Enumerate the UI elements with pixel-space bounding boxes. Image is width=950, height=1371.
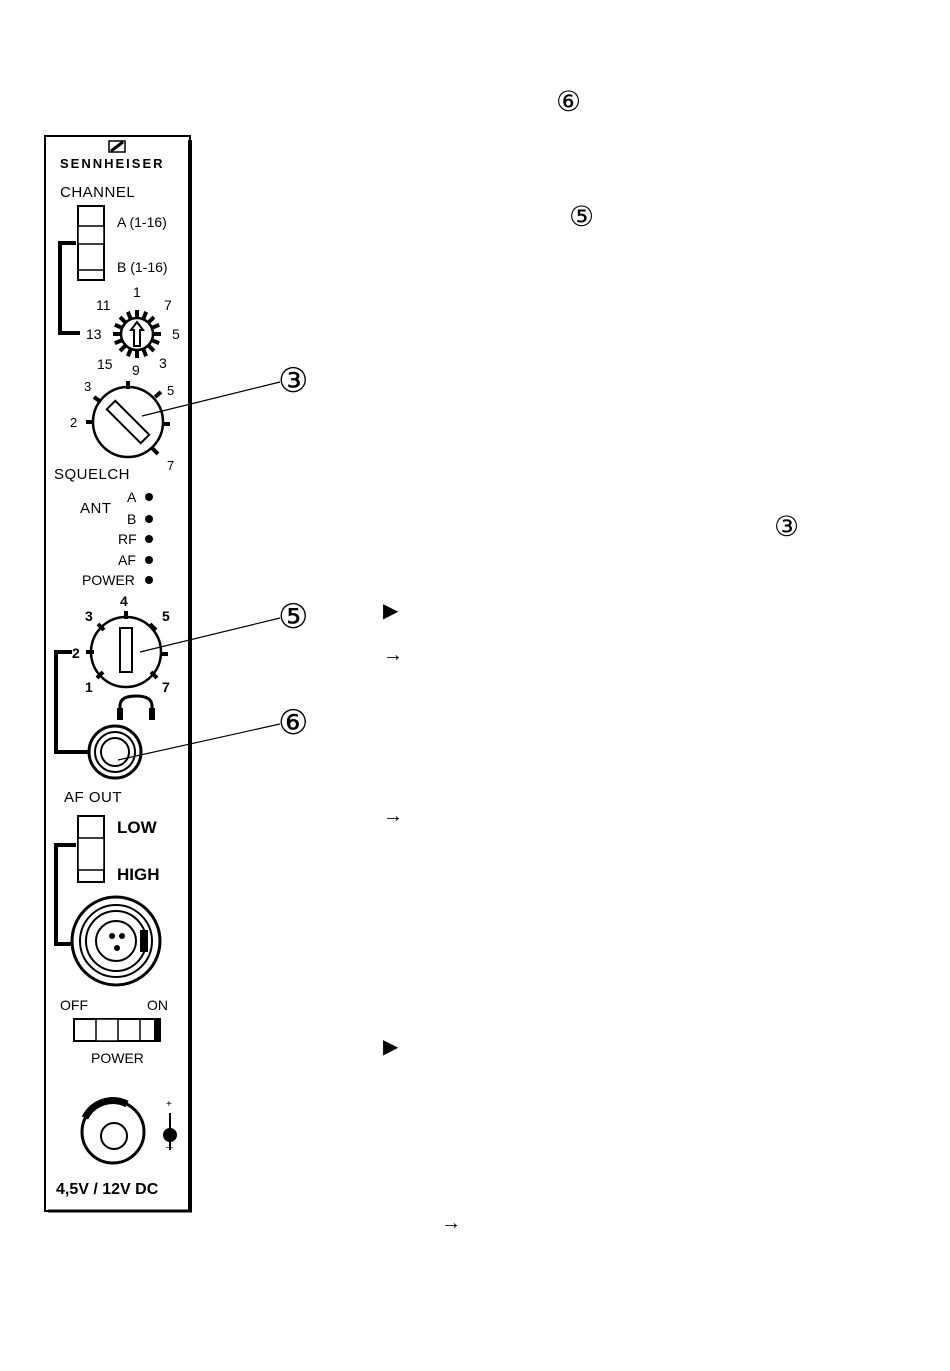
headphone-jack — [89, 726, 141, 778]
volume-mark: 4 — [120, 594, 128, 608]
sennheiser-logo-mark — [109, 141, 125, 152]
indicator-label-af: AF — [118, 553, 136, 567]
text-ref-5: ⑤ — [569, 203, 594, 231]
volume-bracket — [56, 652, 90, 752]
volume-mark: 5 — [162, 609, 170, 623]
squelch-label: SQUELCH — [54, 467, 130, 482]
text-ref-6: ⑥ — [556, 88, 581, 116]
indicator-label-b: B — [127, 512, 136, 526]
power-off-label: OFF — [60, 998, 88, 1012]
squelch-mark: 2 — [70, 416, 77, 429]
bullet-triangle-icon: ▶ — [383, 1037, 398, 1057]
indicator-label-rf: RF — [118, 532, 137, 546]
arrow-right-icon: → — [383, 645, 403, 665]
channel-dial-number: 7 — [164, 298, 172, 312]
power-on-label: ON — [147, 998, 168, 1012]
brand-logo-text: SENNHEISER — [60, 157, 165, 170]
dc-input-label: 4,5V / 12V DC — [56, 1182, 158, 1198]
af-out-low-label: LOW — [117, 819, 157, 836]
callout-6: ⑥ — [278, 706, 308, 740]
channel-dial-number: 11 — [96, 298, 111, 312]
channel-dial-number: 3 — [159, 356, 167, 370]
af-out-slide-switch — [78, 816, 104, 882]
ant-label: ANT — [80, 501, 112, 516]
af-out-high-label: HIGH — [117, 866, 160, 883]
channel-rotary-dial — [113, 310, 161, 358]
bullet-triangle-icon: ▶ — [383, 601, 398, 621]
polarity-plus: + — [166, 1100, 172, 1110]
channel-dial-number: 1 — [133, 285, 141, 299]
leader-line-3 — [142, 382, 280, 416]
arrow-right-icon: → — [383, 806, 403, 826]
volume-mark: 2 — [72, 646, 80, 660]
channel-slide-switch — [78, 206, 104, 280]
volume-mark: 3 — [85, 609, 93, 623]
indicator-label-power: POWER — [82, 573, 135, 587]
channel-dial-number: 9 — [132, 363, 140, 377]
squelch-knob — [86, 381, 170, 457]
polarity-minus: ⊥ — [165, 1141, 174, 1151]
text-ref-3: ③ — [774, 513, 799, 541]
volume-knob — [86, 611, 168, 687]
channel-switch-b-label: B (1-16) — [117, 260, 168, 274]
volume-mark: 7 — [162, 680, 170, 694]
power-label: POWER — [91, 1051, 144, 1065]
squelch-mark: 7 — [167, 459, 174, 472]
power-slide-switch — [74, 1019, 160, 1041]
squelch-mark: 5 — [167, 384, 174, 397]
callout-5: ⑤ — [278, 600, 308, 634]
volume-mark: 1 — [85, 680, 93, 694]
leader-line-5 — [140, 618, 280, 652]
xlr-output-connector — [72, 897, 160, 985]
af-out-label: AF OUT — [64, 790, 122, 805]
leader-line-6 — [118, 724, 280, 760]
channel-switch-a-label: A (1-16) — [117, 215, 167, 229]
channel-dial-number: 5 — [172, 327, 180, 341]
channel-dial-number: 13 — [86, 327, 102, 341]
indicator-leds — [145, 493, 153, 584]
callout-3: ③ — [278, 364, 308, 398]
squelch-mark: 3 — [84, 380, 91, 393]
channel-title: CHANNEL — [60, 185, 135, 200]
headphone-icon — [120, 696, 152, 718]
arrow-right-icon: → — [441, 1213, 461, 1233]
dc-input-socket — [82, 1101, 144, 1163]
indicator-label-a: A — [127, 490, 136, 504]
channel-dial-number: 15 — [97, 357, 113, 371]
